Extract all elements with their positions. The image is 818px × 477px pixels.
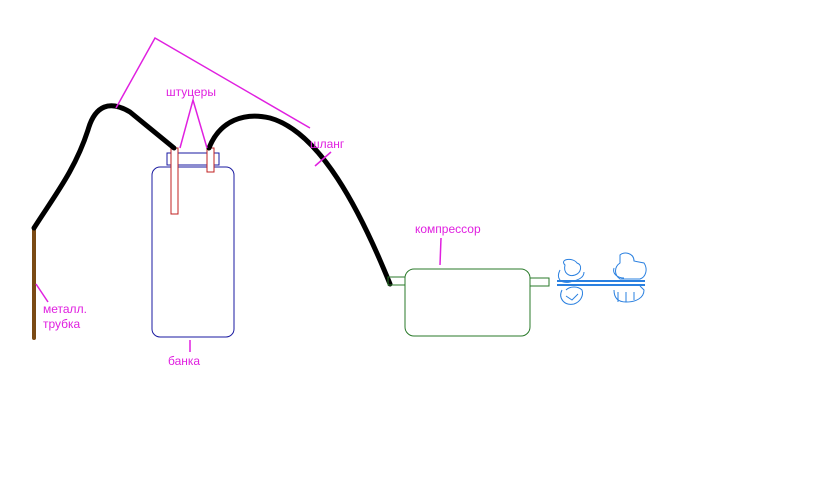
- hose-right: [206, 113, 393, 287]
- label-fittings: штуцеры: [166, 85, 216, 99]
- jar-body: [151, 166, 235, 338]
- label-jar: банка: [168, 354, 200, 368]
- fitting-right: [206, 147, 215, 173]
- hose-leader-top: [115, 36, 311, 129]
- compressor-outlet: [529, 277, 550, 287]
- wheel-axle-icon: [557, 252, 647, 305]
- fitting-left: [170, 147, 179, 215]
- label-hose: шланг: [310, 137, 345, 151]
- jar-lid: [166, 152, 220, 166]
- label-compressor: компрессор: [415, 222, 481, 236]
- hose-left: [31, 103, 177, 231]
- hose-leader: [314, 151, 332, 167]
- fittings-leader: [179, 97, 208, 149]
- label-metal-tube-2: трубка: [43, 317, 81, 331]
- metal-tube-leader: [35, 283, 49, 303]
- compressor-body: [404, 268, 531, 337]
- label-metal-tube-1: металл.: [43, 302, 87, 316]
- compressor-leader: [439, 237, 442, 266]
